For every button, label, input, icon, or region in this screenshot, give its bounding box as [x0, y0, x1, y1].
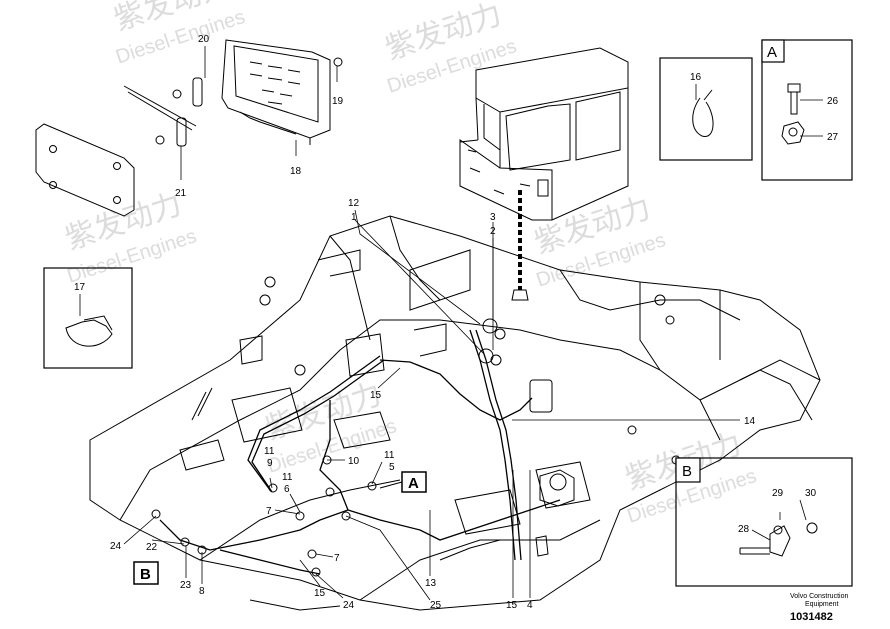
watermark-4: 紫发动力 Diesel-Engines: [530, 192, 668, 292]
callout: 11: [384, 450, 395, 461]
callout: 20: [198, 34, 210, 45]
callout: 9: [267, 458, 273, 469]
part-number: 1031482: [790, 611, 833, 623]
callout: 14: [744, 416, 756, 427]
tag-b: B: [133, 561, 159, 585]
callout: 15: [370, 390, 382, 401]
callout: 12: [348, 198, 360, 209]
electrical-box-assembly: [35, 39, 343, 217]
leader-lines: [79, 46, 823, 601]
cab: [459, 47, 629, 221]
callout: 22: [146, 542, 158, 553]
callout: 4: [527, 600, 533, 611]
callout: 1: [351, 212, 357, 223]
callout: 5: [389, 462, 395, 473]
callout: 25: [430, 600, 442, 611]
callout: 29: [772, 488, 784, 499]
tag-a: A: [379, 471, 427, 493]
caption-line1: Volvo Construction: [790, 593, 848, 600]
callout: 7: [266, 506, 272, 517]
callout: 30: [805, 488, 817, 499]
callout: 6: [284, 484, 290, 495]
inset-a-label: A: [767, 44, 777, 61]
callout: 15: [314, 588, 326, 599]
callout: 2: [490, 226, 496, 237]
caption-line2: Equipment: [805, 601, 839, 608]
callout: 11: [282, 472, 293, 483]
footer: Volvo Construction Equipment 1031482: [790, 593, 848, 623]
inset-a: A: [761, 39, 853, 181]
callout: 17: [74, 282, 86, 293]
callout: 3: [490, 212, 496, 223]
watermark-1: 紫发动力 Diesel-Engines: [110, 0, 248, 69]
callout: 13: [425, 578, 437, 589]
callout: 27: [827, 132, 839, 143]
callout-labels: 20 19 21 18 16 26 27 17 12 1 3 2 15 14 1…: [74, 34, 839, 611]
inset-16: [659, 57, 753, 161]
callout: 23: [180, 580, 192, 591]
callout: 11: [264, 446, 275, 457]
callout: 21: [175, 188, 187, 199]
callout: 28: [738, 524, 750, 535]
callout: 10: [348, 456, 360, 467]
cab-harness-outline: [511, 289, 529, 301]
tag-a-letter: A: [408, 475, 419, 492]
callout: 8: [199, 586, 205, 597]
tag-b-letter: B: [140, 566, 151, 583]
callout: 26: [827, 96, 839, 107]
callout: 24: [110, 541, 122, 552]
callout: 24: [343, 600, 355, 611]
callout: 16: [690, 72, 702, 83]
callout: 18: [290, 166, 302, 177]
callout: 7: [334, 553, 340, 564]
inset-b-label: B: [682, 463, 692, 480]
main-harness: [159, 329, 561, 575]
watermark-2: 紫发动力 Diesel-Engines: [381, 0, 519, 98]
watermarks: 紫发动力 Diesel-Engines 紫发动力 Diesel-Engines …: [61, 0, 759, 528]
watermark-3: 紫发动力 Diesel-Engines: [61, 188, 199, 288]
machine-frame: [89, 215, 821, 611]
inset-17: [43, 267, 133, 369]
callout: 19: [332, 96, 344, 107]
callout: 15: [506, 600, 518, 611]
inset-b: B: [675, 457, 853, 587]
